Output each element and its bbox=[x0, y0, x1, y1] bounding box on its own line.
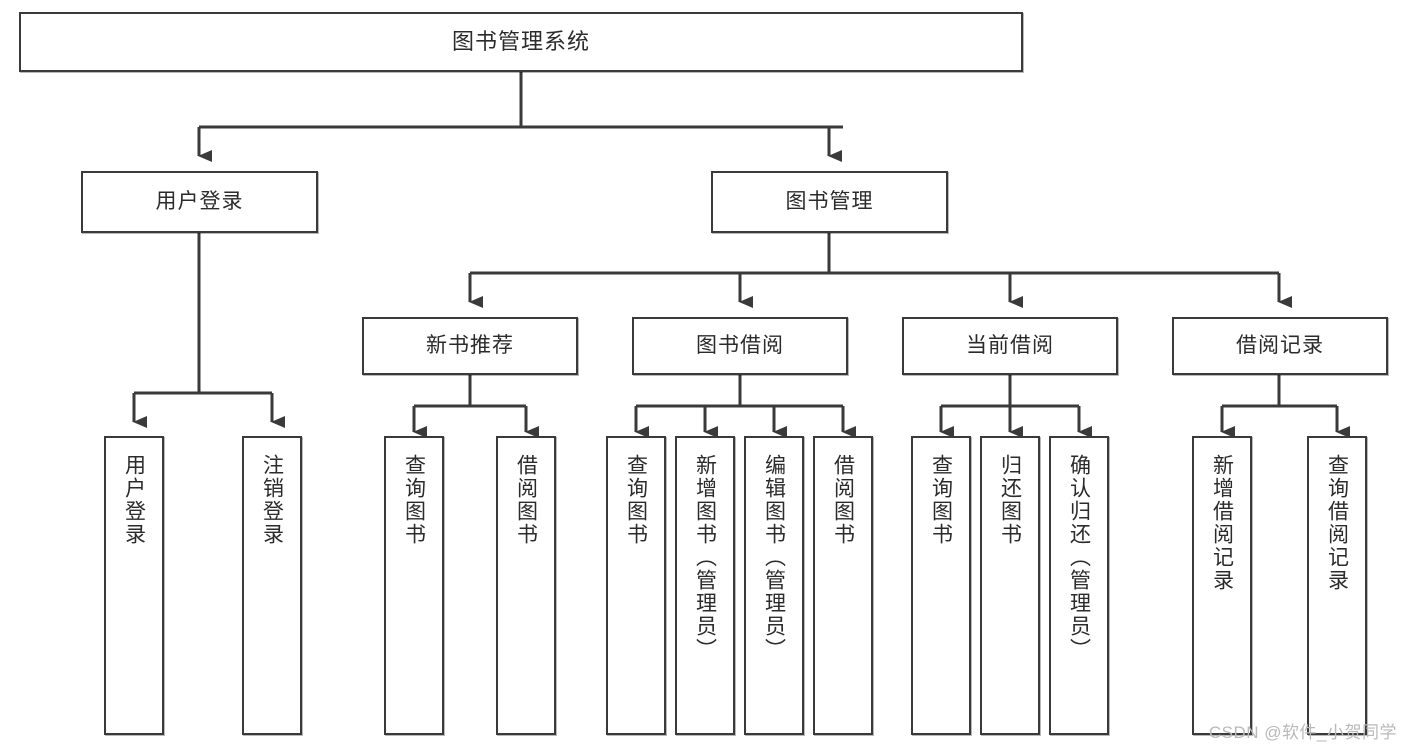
leaf-borrow-edit-book-admin[interactable]: 编辑图书（管理员） bbox=[744, 436, 804, 735]
node-label: 图书管理 bbox=[785, 189, 874, 213]
node-borrow-record[interactable]: 借阅记录 bbox=[1172, 317, 1388, 375]
leaf-borrow-add-book-admin[interactable]: 新增图书（管理员） bbox=[675, 436, 735, 735]
leaf-borrow-borrow-book[interactable]: 借阅图书 bbox=[813, 436, 873, 735]
node-label: 新增借阅记录 bbox=[1210, 454, 1234, 592]
leaf-current-confirm-return-admin[interactable]: 确认归还（管理员） bbox=[1049, 436, 1109, 735]
watermark-text: CSDN @软件_小贺同学 bbox=[1208, 723, 1397, 742]
leaf-recommend-query-book[interactable]: 查询图书 bbox=[384, 436, 444, 735]
leaf-recommend-borrow-book[interactable]: 借阅图书 bbox=[496, 436, 556, 735]
node-label: 查询借阅记录 bbox=[1325, 454, 1349, 592]
node-label: 用户登录 bbox=[122, 454, 146, 546]
leaf-user-login-signout[interactable]: 注销登录 bbox=[242, 436, 302, 735]
node-new-book-recommend[interactable]: 新书推荐 bbox=[362, 317, 578, 375]
node-label: 确认归还（管理员） bbox=[1067, 454, 1091, 661]
node-current-borrow[interactable]: 当前借阅 bbox=[902, 317, 1118, 375]
node-root-system[interactable]: 图书管理系统 bbox=[19, 12, 1023, 72]
node-label: 借阅图书 bbox=[514, 454, 538, 546]
leaf-borrow-query-book[interactable]: 查询图书 bbox=[606, 436, 666, 735]
node-label: 查询图书 bbox=[624, 454, 648, 546]
node-label: 图书管理系统 bbox=[451, 29, 590, 55]
node-label: 归还图书 bbox=[998, 454, 1022, 546]
node-label: 图书借阅 bbox=[696, 333, 784, 357]
node-label: 查询图书 bbox=[929, 454, 953, 546]
leaf-user-login-signin[interactable]: 用户登录 bbox=[104, 436, 164, 735]
node-label: 当前借阅 bbox=[966, 333, 1054, 357]
leaf-current-return-book[interactable]: 归还图书 bbox=[980, 436, 1040, 735]
leaf-record-add-record[interactable]: 新增借阅记录 bbox=[1192, 436, 1252, 735]
node-user-login[interactable]: 用户登录 bbox=[81, 171, 318, 233]
node-book-borrow[interactable]: 图书借阅 bbox=[632, 317, 848, 375]
node-label: 查询图书 bbox=[402, 454, 426, 546]
node-label: 用户登录 bbox=[155, 189, 244, 213]
node-book-management[interactable]: 图书管理 bbox=[711, 171, 948, 233]
node-label: 新书推荐 bbox=[426, 333, 514, 357]
leaf-record-query-record[interactable]: 查询借阅记录 bbox=[1307, 436, 1367, 735]
node-label: 编辑图书（管理员） bbox=[762, 454, 786, 661]
node-label: 新增图书（管理员） bbox=[693, 454, 717, 661]
leaf-current-query-book[interactable]: 查询图书 bbox=[911, 436, 971, 735]
node-label: 借阅图书 bbox=[831, 454, 855, 546]
node-label: 注销登录 bbox=[260, 454, 284, 546]
node-label: 借阅记录 bbox=[1236, 333, 1324, 357]
